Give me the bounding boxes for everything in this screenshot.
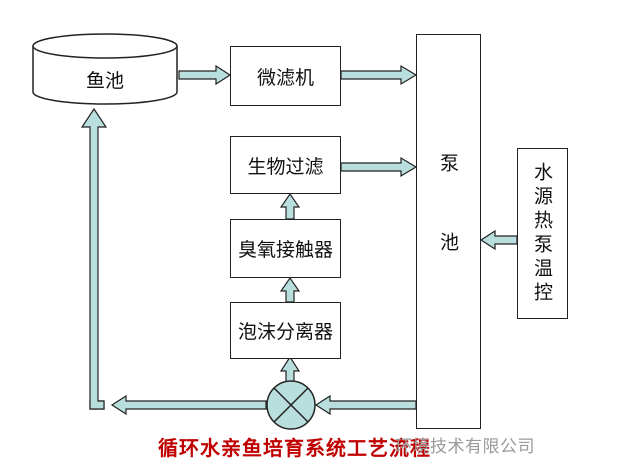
arrow-pond-to-microfilter (178, 64, 232, 86)
arrow-valve-return-to-pond (110, 394, 267, 416)
heat-pump-box: 水源热泵温控 (517, 148, 568, 319)
ozone-label: 臭氧接触器 (237, 239, 333, 261)
arrow-foam-to-ozone (279, 276, 301, 303)
ozone-box: 臭氧接触器 (230, 219, 341, 278)
fish-pond-cylinder (32, 33, 178, 105)
arrow-return-up-to-pond (80, 107, 108, 410)
biofilter-box: 生物过滤 (230, 136, 341, 194)
fish-pond-label: 鱼池 (85, 70, 124, 92)
arrow-heatpump-to-pump (479, 229, 518, 251)
biofilter-label: 生物过滤 (247, 155, 324, 178)
arrow-pump-to-valve (314, 394, 417, 416)
heat-pump-label: 水源热泵温控 (531, 161, 553, 306)
arrow-microfilter-to-pump (340, 64, 418, 86)
microfilter-label: 微滤机 (256, 66, 314, 89)
arrow-biofilter-to-pump (340, 156, 418, 178)
arrow-ozone-to-biofilter (279, 192, 301, 220)
diagram-caption: 循环水亲鱼培育系统工艺流程 (158, 436, 431, 460)
watermark-text: 环境技术有限公司 (395, 437, 535, 457)
microfilter-box: 微滤机 (230, 46, 341, 106)
valve-icon (266, 380, 316, 430)
foam-label: 泡沫分离器 (237, 321, 333, 343)
foam-box: 泡沫分离器 (230, 302, 341, 359)
pump-pool-label: 泵池 (437, 152, 459, 311)
pump-pool-box: 泵池 (416, 34, 481, 429)
arrow-valve-to-foam (279, 355, 301, 384)
